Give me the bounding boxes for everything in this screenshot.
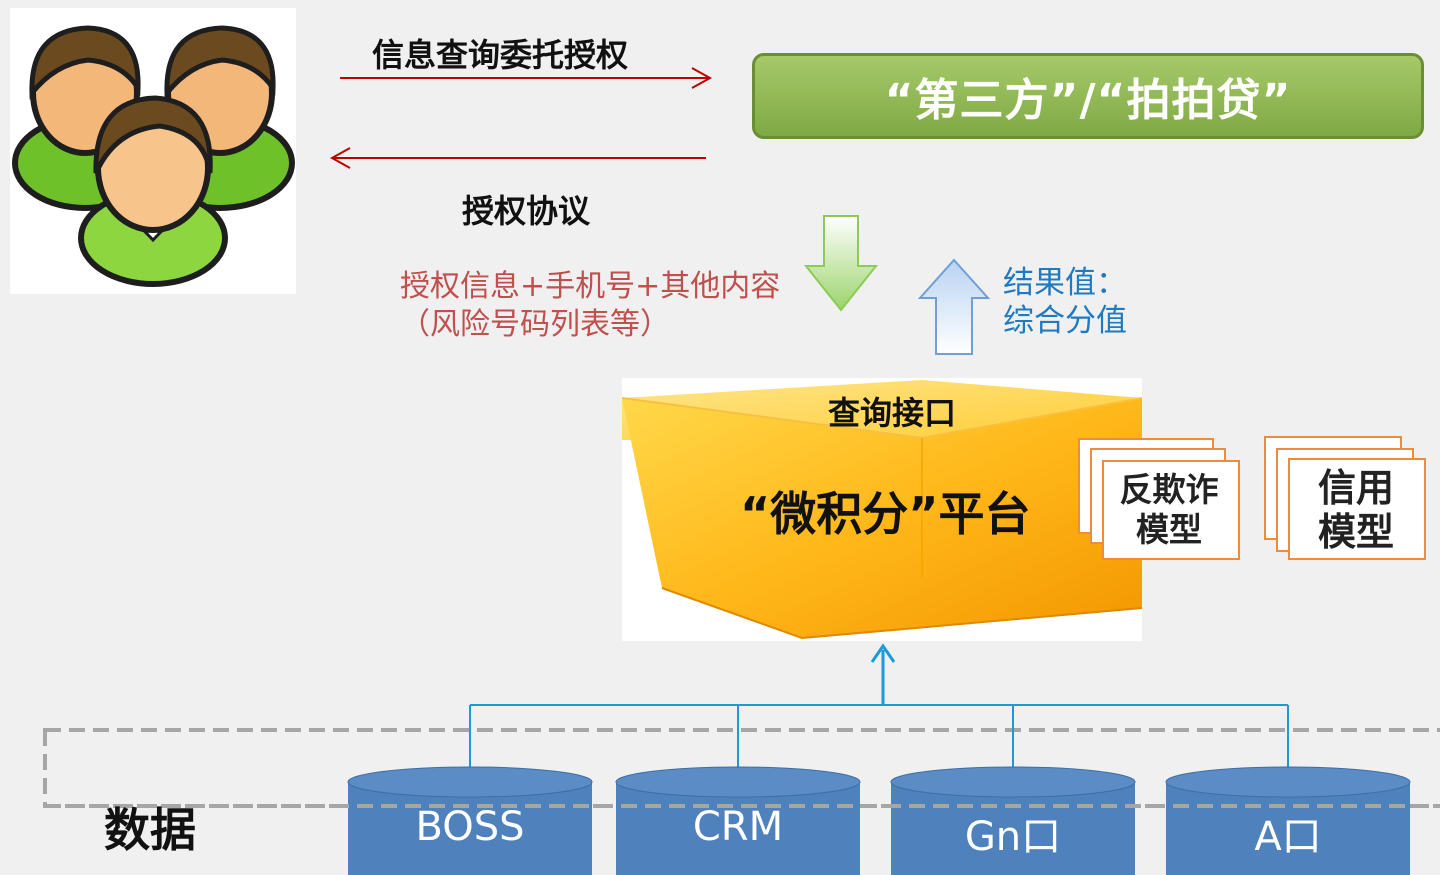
db-a-label: A口	[1254, 814, 1322, 860]
auth-arrows	[330, 67, 713, 169]
platform-name: “微积分”平台	[740, 487, 1031, 541]
db-boss-label: BOSS	[415, 804, 525, 850]
third-party-box: “第三方”/“拍拍贷”	[752, 53, 1424, 139]
platform-box	[621, 378, 1143, 641]
result-line1: 结果值：	[1003, 265, 1127, 301]
credit-line2: 模型	[1317, 510, 1394, 554]
db-boss-icon	[347, 766, 593, 875]
user-front-icon	[78, 95, 228, 287]
input-info-line1: 授权信息+手机号+其他内容	[400, 269, 781, 304]
input-info-line2: （风险号码列表等）	[400, 307, 670, 342]
anti-fraud-line2: 模型	[1136, 510, 1202, 549]
connector-lines	[469, 704, 1289, 772]
request-label: 信息查询委托授权	[372, 36, 629, 74]
users-group-icon	[10, 8, 296, 294]
input-info-text: 授权信息+手机号+其他内容 （风险号码列表等）	[400, 268, 780, 344]
data-label: 数据	[104, 803, 196, 857]
result-text: 结果值： 综合分值	[1003, 264, 1127, 340]
anti-fraud-model-card	[1102, 460, 1240, 560]
db-gn-label: Gn口	[964, 814, 1062, 860]
anti-fraud-model-label: 反欺诈 模型	[1100, 470, 1238, 550]
agreement-label: 授权协议	[462, 192, 591, 230]
anti-fraud-line1: 反欺诈	[1119, 470, 1219, 509]
up-arrow-icon	[917, 258, 991, 355]
arrow-left-icon	[330, 147, 351, 169]
query-interface-label: 查询接口	[828, 394, 957, 432]
down-arrow-icon	[803, 215, 879, 312]
db-a-icon	[1165, 766, 1411, 875]
credit-model-label: 信用 模型	[1288, 466, 1424, 554]
arrow-right-icon	[691, 67, 713, 89]
db-crm-icon	[615, 766, 861, 875]
result-line2: 综合分值	[1003, 303, 1127, 339]
data-dashed-frame	[43, 728, 1440, 808]
db-gn-icon	[890, 766, 1136, 875]
credit-model-card	[1288, 458, 1426, 560]
credit-line1: 信用	[1317, 466, 1394, 510]
connector-arrow-up-icon	[870, 643, 896, 663]
db-crm-label: CRM	[692, 804, 784, 850]
database-cylinders	[347, 766, 1411, 875]
